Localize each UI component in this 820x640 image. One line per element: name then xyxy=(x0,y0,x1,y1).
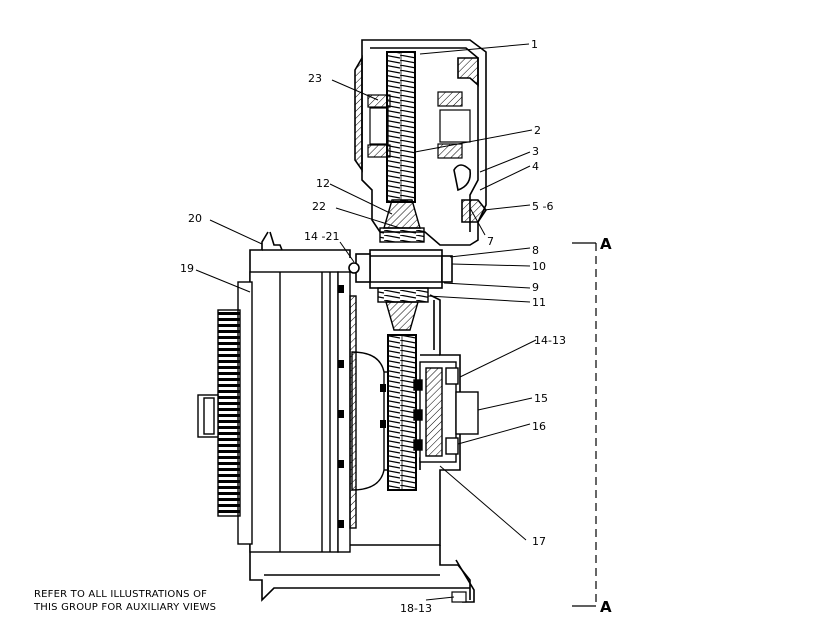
callout-3: 3 xyxy=(532,145,539,158)
section-label-top: A xyxy=(600,235,612,253)
footnote-line-1: REFER TO ALL ILLUSTRATIONS OF xyxy=(34,589,207,600)
callout-8: 8 xyxy=(532,244,539,257)
section-label-bottom: A xyxy=(600,598,612,616)
callout-1: 1 xyxy=(531,38,538,51)
callout-15: 15 xyxy=(534,392,548,405)
callout-18-13: 18-13 xyxy=(400,602,432,615)
leader-lines xyxy=(195,43,537,601)
upper-bearing-right xyxy=(437,91,471,159)
footnote-line-2: THIS GROUP FOR AUXILIARY VIEWS xyxy=(33,602,216,613)
clutch-housing xyxy=(249,231,470,602)
center-shaft xyxy=(348,249,453,289)
callout-17: 17 xyxy=(532,535,546,548)
callout-22: 22 xyxy=(312,200,326,213)
lower-gear-hub xyxy=(351,351,388,491)
callout-7: 7 xyxy=(487,235,494,248)
footnote: REFER TO ALL ILLUSTRATIONS OF THIS GROUP… xyxy=(33,589,216,613)
upper-gear-housing xyxy=(354,39,487,246)
callout-19: 19 xyxy=(180,262,194,275)
callout-10: 10 xyxy=(532,260,546,273)
callout-14-13: 14-13 xyxy=(534,334,566,347)
flywheel xyxy=(197,281,253,545)
callout-16: 16 xyxy=(532,420,546,433)
callout-11: 11 xyxy=(532,296,546,309)
clutch-bolts xyxy=(338,285,386,528)
callout-5-6: 5 -6 xyxy=(532,200,553,213)
side-cover-assembly xyxy=(413,361,479,463)
callout-2: 2 xyxy=(534,124,541,137)
callout-20: 20 xyxy=(188,212,202,225)
callout-12: 12 xyxy=(316,177,330,190)
lower-bevel-gear xyxy=(377,287,429,331)
bevel-pinion xyxy=(379,199,425,243)
section-line xyxy=(572,242,597,607)
callout-labels: 1 23 2 3 4 12 5 -6 22 20 7 14 -21 8 10 1… xyxy=(180,38,612,616)
clutch-disc-stack xyxy=(249,271,357,553)
bottom-plug xyxy=(451,591,467,603)
callout-9: 9 xyxy=(532,281,539,294)
callout-23: 23 xyxy=(308,72,322,85)
callout-4: 4 xyxy=(532,160,539,173)
callout-14-21: 14 -21 xyxy=(304,230,339,243)
